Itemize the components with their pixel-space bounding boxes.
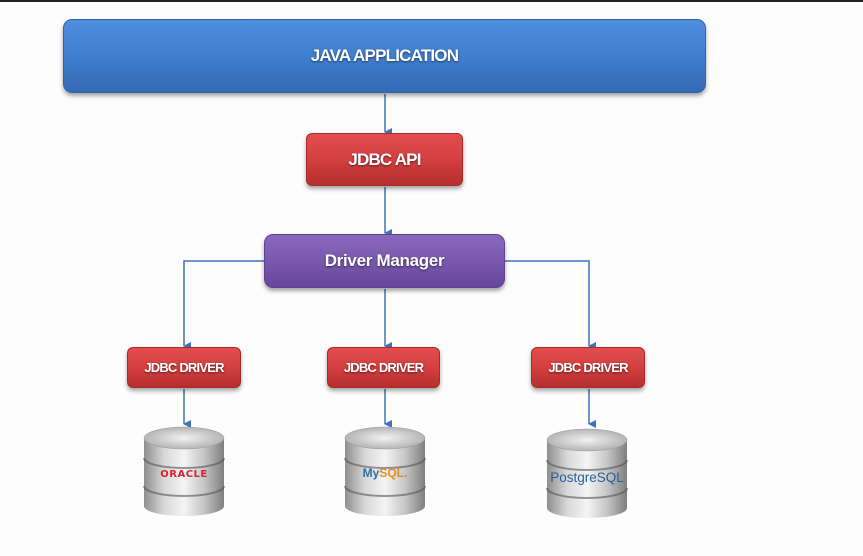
top-border xyxy=(0,0,863,2)
oracle-logo-text: ORACLE xyxy=(160,469,208,480)
postgresql-logo-text: PostgreSQL xyxy=(550,470,624,485)
connector-manager-to-driver-1 xyxy=(183,260,264,350)
driver-manager-label: Driver Manager xyxy=(324,251,445,270)
database-cylinder-icon xyxy=(546,428,628,518)
jdbc-driver-label: JDBC DRIVER xyxy=(548,360,628,375)
jdbc-driver-label: JDBC DRIVER xyxy=(343,360,424,375)
mysql-logo-my: My xyxy=(362,466,380,480)
jdbc-driver-box-2: JDBC DRIVER xyxy=(327,347,440,388)
mysql-logo-text: MySQL. xyxy=(343,466,427,480)
java-application-box: JAVA APPLICATION xyxy=(63,19,706,93)
database-cylinder-icon xyxy=(344,426,426,516)
database-oracle: ORACLE xyxy=(142,424,226,520)
jdbc-driver-box-3: JDBC DRIVER xyxy=(531,347,645,388)
connector-manager-to-driver-3 xyxy=(505,260,596,350)
jdbc-api-box: JDBC API xyxy=(306,133,463,186)
mysql-logo-sql: SQL. xyxy=(379,466,408,480)
java-application-label: JAVA APPLICATION xyxy=(310,46,459,65)
jdbc-api-label: JDBC API xyxy=(348,149,421,169)
database-mysql: MySQL. xyxy=(343,424,427,520)
database-cylinder-icon xyxy=(143,426,225,516)
database-postgresql: PostgreSQL xyxy=(545,426,629,522)
driver-manager-box: Driver Manager xyxy=(264,234,505,288)
jdbc-driver-label: JDBC DRIVER xyxy=(144,360,224,375)
jdbc-driver-box-1: JDBC DRIVER xyxy=(127,347,241,388)
